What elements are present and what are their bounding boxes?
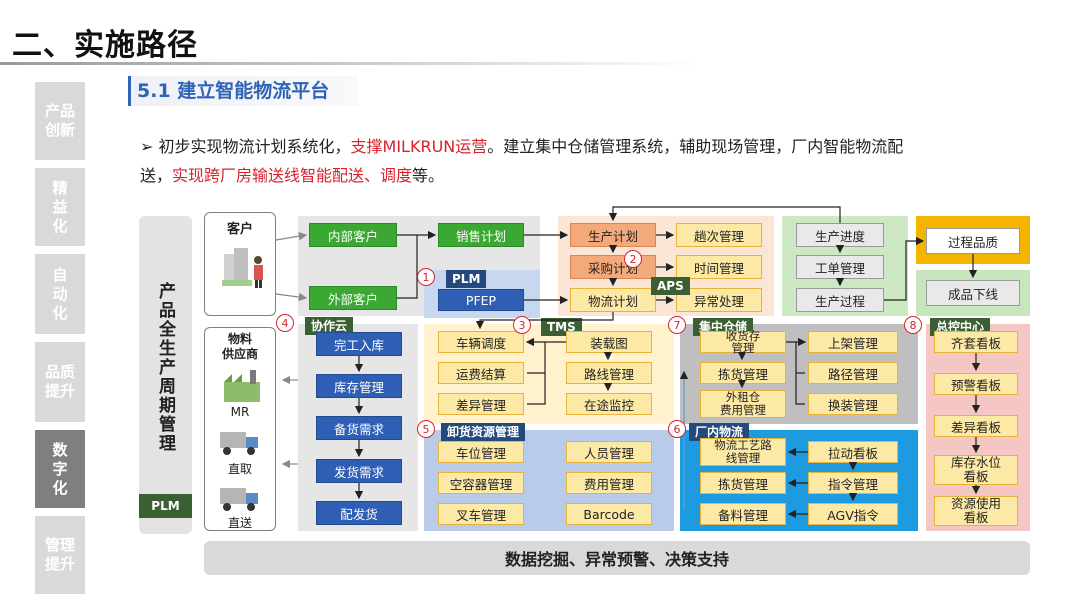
side-nav-label: 精 益 化 (52, 178, 68, 235)
loading-chart-node[interactable]: 装载图 (566, 331, 652, 353)
customer-title: 客户 (226, 221, 253, 237)
path-management-node[interactable]: 路径管理 (808, 362, 898, 384)
process-quality-node[interactable]: 过程品质 (926, 228, 1020, 254)
plm-tag: PLM (446, 270, 487, 288)
variance-board-node[interactable]: 差异看板 (934, 415, 1018, 437)
supplier-title: 物料 供应商 (221, 332, 258, 361)
work-order-node[interactable]: 工单管理 (796, 255, 884, 279)
truck-icon (220, 488, 258, 511)
variance-management-node[interactable]: 差异管理 (438, 393, 524, 415)
leased-warehouse-fee-node[interactable]: 外租仓 费用管理 (700, 390, 786, 418)
agv-instruction-node[interactable]: AGV指令 (808, 503, 898, 525)
marker-8: 8 (904, 316, 922, 334)
freight-settlement-node[interactable]: 运费结算 (438, 362, 524, 384)
purchase-plan-node[interactable]: 采购计划 (570, 255, 656, 279)
side-nav-label: 管理 提升 (44, 536, 75, 573)
side-nav-lean[interactable]: 精 益 化 (35, 168, 85, 246)
side-nav-digital[interactable]: 数 字 化 (35, 430, 85, 508)
in-transit-monitoring-node[interactable]: 在途监控 (566, 393, 652, 415)
marker-6: 6 (668, 420, 686, 438)
pull-board-node[interactable]: 拉动看板 (808, 441, 898, 463)
resources-tag: 卸货资源管理 (441, 423, 526, 441)
receiving-storage-node[interactable]: 收货存 管理 (700, 330, 786, 354)
process-route-node[interactable]: 物流工艺路 线管理 (700, 438, 786, 466)
truck-icon (220, 432, 258, 455)
highlight-text: 支撑MILKRUN运营 (350, 137, 488, 156)
section-title: 二、实施路径 (12, 28, 198, 63)
supplier-direct-deliver-label: 直送 (227, 515, 252, 530)
factory-icon (224, 370, 260, 402)
marker-1: 1 (417, 268, 435, 286)
marker-4: 4 (276, 314, 294, 332)
empty-container-node[interactable]: 空容器管理 (438, 472, 524, 494)
aps-tag: APS (651, 277, 690, 295)
subtitle-accent (128, 76, 131, 106)
staff-management-node[interactable]: 人员管理 (566, 441, 652, 463)
production-progress-node[interactable]: 生产进度 (796, 223, 884, 247)
barcode-node[interactable]: Barcode (566, 503, 652, 525)
finished-goods-node[interactable]: 成品下线 (926, 280, 1020, 306)
marker-5: 5 (417, 420, 435, 438)
inventory-management-node[interactable]: 库存管理 (316, 374, 402, 398)
text-segment: 送， (140, 166, 173, 185)
inplant-picking-node[interactable]: 拣货管理 (700, 472, 786, 494)
trip-management-node[interactable]: 趟次管理 (676, 223, 762, 247)
supplier-direct-pick-label: 直取 (227, 461, 252, 476)
subtitle: 5.1 建立智能物流平台 (128, 76, 358, 106)
plm-bottom-tag: PLM (139, 494, 192, 518)
side-nav-label: 数 字 化 (52, 440, 68, 497)
marker-2: 2 (624, 250, 642, 268)
side-nav-product-innovation[interactable]: 产品 创新 (35, 82, 85, 160)
resource-usage-board-node[interactable]: 资源使用 看板 (934, 496, 1018, 526)
forklift-management-node[interactable]: 叉车管理 (438, 503, 524, 525)
distribution-node[interactable]: 配发货 (316, 501, 402, 525)
description-paragraph: ➢ 初步实现物流计划系统化，支撑MILKRUN运营。建立集中仓储管理系统，辅助现… (140, 132, 1020, 190)
side-nav-automation[interactable]: 自 动 化 (35, 254, 85, 334)
text-segment: 。建立集中仓储管理系统，辅助现场管理，厂内智能物流配 (487, 137, 904, 156)
fee-management-node[interactable]: 费用管理 (566, 472, 652, 494)
footer-bar: 数据挖掘、异常预警、决策支持 (204, 541, 1030, 575)
material-prep-node[interactable]: 备料管理 (700, 503, 786, 525)
side-nav-label: 自 动 化 (52, 265, 68, 322)
text-segment: 初步实现物流计划系统化， (158, 137, 351, 156)
text-segment: 等。 (412, 166, 445, 185)
putaway-management-node[interactable]: 上架管理 (808, 331, 898, 353)
stock-demand-node[interactable]: 备货需求 (316, 416, 402, 440)
instruction-management-node[interactable]: 指令管理 (808, 472, 898, 494)
side-nav-label: 品质 提升 (44, 363, 75, 400)
kitting-board-node[interactable]: 齐套看板 (934, 331, 1018, 353)
bullet-icon: ➢ (140, 137, 154, 156)
production-process-node[interactable]: 生产过程 (796, 288, 884, 312)
delivery-demand-node[interactable]: 发货需求 (316, 459, 402, 483)
side-nav-quality[interactable]: 品质 提升 (35, 342, 85, 422)
title-divider (0, 62, 700, 65)
pfep-node[interactable]: PFEP (438, 289, 524, 311)
collab-tag: 协作云 (305, 317, 354, 335)
side-nav-management[interactable]: 管理 提升 (35, 516, 85, 594)
internal-customer-node[interactable]: 内部客户 (309, 223, 397, 247)
inventory-level-board-node[interactable]: 库存水位 看板 (934, 455, 1018, 485)
sales-plan-node[interactable]: 销售计划 (438, 223, 524, 247)
completion-stocking-node[interactable]: 完工入库 (316, 332, 402, 356)
marker-7: 7 (668, 316, 686, 334)
repacking-management-node[interactable]: 换装管理 (808, 393, 898, 415)
customer-icon (222, 248, 263, 288)
vehicle-dispatch-node[interactable]: 车辆调度 (438, 331, 524, 353)
side-nav-label: 产品 创新 (44, 102, 75, 139)
highlight-text: 实现跨厂房输送线智能配送、调度 (172, 166, 413, 185)
supplier-mr-label: MR (230, 405, 250, 419)
exception-handling-node[interactable]: 异常处理 (676, 288, 762, 312)
external-customer-node[interactable]: 外部客户 (309, 286, 397, 310)
inplant-tag: 厂内物流 (689, 423, 750, 441)
lifecycle-panel (139, 216, 192, 534)
production-plan-node[interactable]: 生产计划 (570, 223, 656, 247)
marker-3: 3 (513, 316, 531, 334)
picking-management-node[interactable]: 拣货管理 (700, 362, 786, 384)
logistics-plan-node[interactable]: 物流计划 (570, 288, 656, 312)
time-management-node[interactable]: 时间管理 (676, 255, 762, 279)
alert-board-node[interactable]: 预警看板 (934, 373, 1018, 395)
lifecycle-label: 产品全生产周期管理 (155, 281, 175, 453)
parking-management-node[interactable]: 车位管理 (438, 441, 524, 463)
route-management-node[interactable]: 路线管理 (566, 362, 652, 384)
